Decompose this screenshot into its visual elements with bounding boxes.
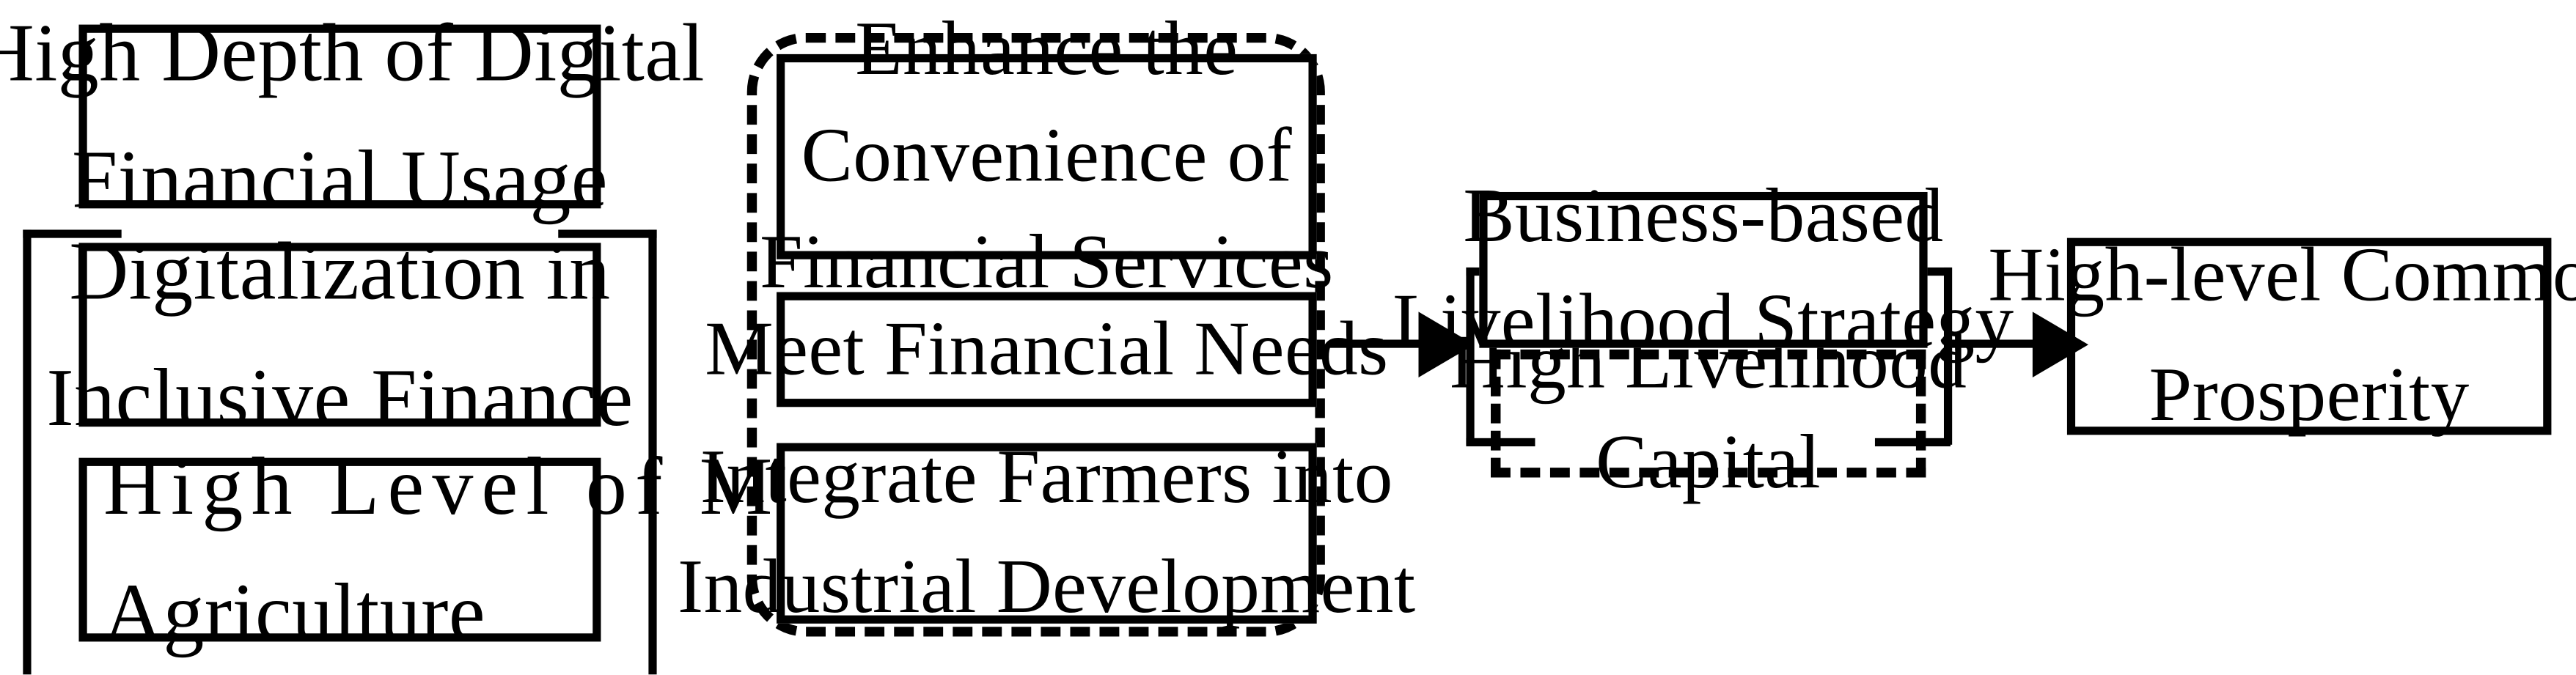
box-high-level-common-prosperity-text: High-level Common Prosperity	[1972, 217, 2576, 456]
line-3: Financial Services	[760, 219, 1334, 306]
box-business-based-livelihood-strategy[interactable]: Business-based Livelihood Strategy	[1392, 174, 2014, 363]
line-1: Digitalization in	[69, 224, 611, 317]
box-enhance-convenience-financial-services[interactable]: Enhance the Convenience of Financial Ser…	[760, 7, 1333, 305]
left-bracket-top-arm	[23, 229, 122, 238]
box-integrate-farmers-industrial-development-text: Integrate Farmers into Industrial Develo…	[661, 424, 1432, 643]
mechanisms-dashed-container	[746, 32, 1325, 637]
left-group-right-bracket-top-arm	[558, 229, 657, 238]
line-2: Livelihood Strategy	[1392, 278, 2014, 364]
line-1: Meet Financial Needs	[705, 306, 1389, 392]
right-group-left-bracket-bottom-arm	[1466, 438, 1535, 447]
box-meet-financial-needs-text: Meet Financial Needs	[689, 289, 1405, 409]
arrow-mechanisms-to-outcomes-head	[1418, 311, 1475, 377]
box-meet-financial-needs[interactable]: Meet Financial Needs	[705, 292, 1388, 407]
right-group-right-bracket-vertical	[1943, 267, 1953, 445]
box-integrate-farmers-industrial-development[interactable]: Integrate Farmers into Industrial Develo…	[678, 435, 1415, 630]
box-high-depth-digital-financial-usage[interactable]: High Depth of Digital Financial Usage	[0, 6, 705, 225]
arrow-outcomes-to-goal-line	[1943, 339, 2039, 348]
line-1: Enhance the	[855, 7, 1239, 92]
box-digitalization-inclusive-finance-text: Digitalization in Inclusive Finance	[30, 207, 650, 462]
line-2: Financial Usage	[71, 133, 609, 225]
line-1: Business-based	[1463, 174, 1944, 259]
left-bracket-vertical	[23, 229, 32, 675]
box-digitalization-inclusive-finance[interactable]: Digitalization in Inclusive Finance	[46, 224, 633, 443]
line-2: Inclusive Finance	[46, 351, 634, 443]
line-2: Prosperity	[2148, 353, 2470, 438]
box-high-level-common-prosperity[interactable]: High-level Common Prosperity	[1988, 233, 2576, 438]
arrow-mechanisms-to-outcomes-line	[1329, 339, 1425, 348]
line-1: High-level Common	[1988, 233, 2576, 319]
line-1: High Depth of Digital	[0, 5, 705, 98]
line-2: Agriculture	[103, 566, 486, 658]
line-2: Capital	[1596, 420, 1821, 506]
line-2: Industrial Development	[678, 545, 1416, 630]
box-high-depth-digital-financial-usage-text: High Depth of Digital Financial Usage	[0, 0, 721, 243]
left-group-right-bracket-vertical	[648, 229, 657, 675]
box-business-based-livelihood-strategy-text: Business-based Livelihood Strategy	[1376, 166, 2030, 374]
line-2: Convenience of	[801, 113, 1293, 199]
box-enhance-convenience-financial-services-text: Enhance the Convenience of Financial Ser…	[744, 0, 1350, 317]
right-group-right-bracket-bottom-arm	[1874, 438, 1951, 447]
box-high-level-modern-agriculture[interactable]: High Level of Modern Agriculture	[78, 439, 1000, 658]
line-1: Integrate Farmers into	[700, 435, 1393, 521]
arrow-outcomes-to-goal-head	[2032, 311, 2089, 377]
